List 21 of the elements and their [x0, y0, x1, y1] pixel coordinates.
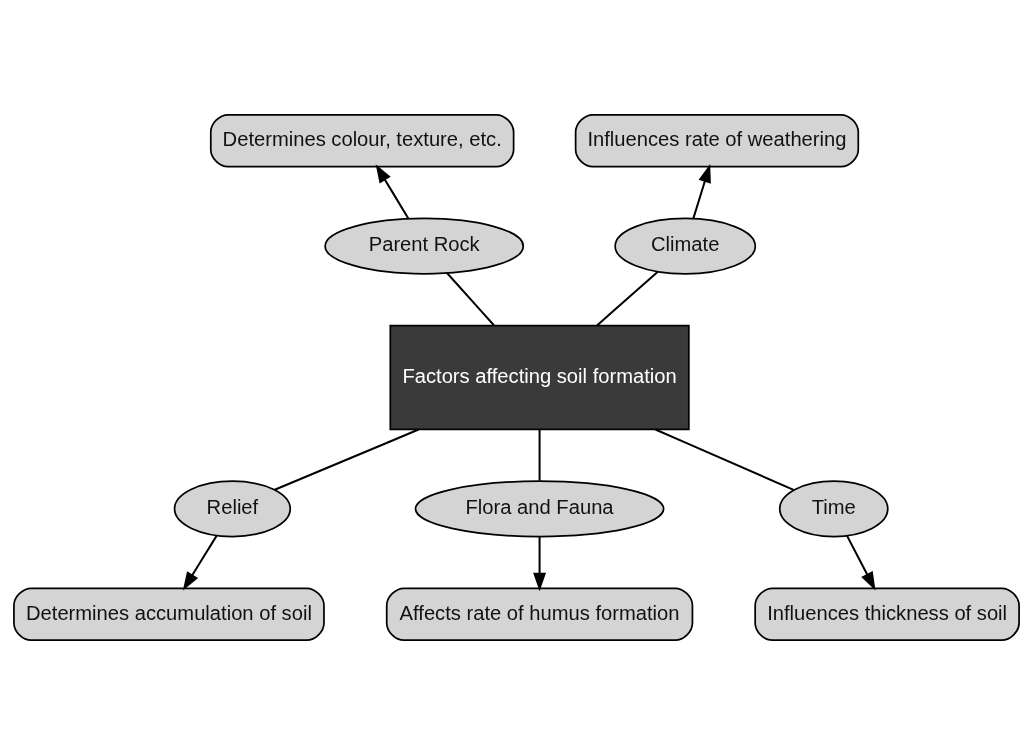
node-box: Factors affecting soil formation — [389, 324, 690, 431]
arrow — [375, 164, 410, 220]
node-ellipse: Climate — [614, 217, 757, 275]
arrow — [182, 535, 218, 591]
node-ellipse: Relief — [173, 480, 292, 538]
node-box: Influences thickness of soil — [754, 587, 1020, 642]
connector — [446, 272, 495, 326]
node-box: Influences rate of weathering — [574, 113, 860, 168]
arrow — [533, 536, 547, 592]
connector — [596, 271, 659, 327]
arrow — [692, 164, 711, 219]
node-ellipse: Flora and Fauna — [414, 480, 665, 538]
arrow — [846, 535, 876, 591]
node-ellipse: Time — [778, 480, 889, 538]
node-ellipse: Parent Rock — [324, 217, 525, 275]
connector — [538, 429, 541, 481]
node-box: Affects rate of humus formation — [385, 587, 694, 642]
connector — [655, 428, 794, 491]
node-box: Determines accumulation of soil — [13, 587, 325, 642]
node-box: Determines colour, texture, etc. — [209, 113, 515, 168]
connector — [274, 428, 419, 491]
